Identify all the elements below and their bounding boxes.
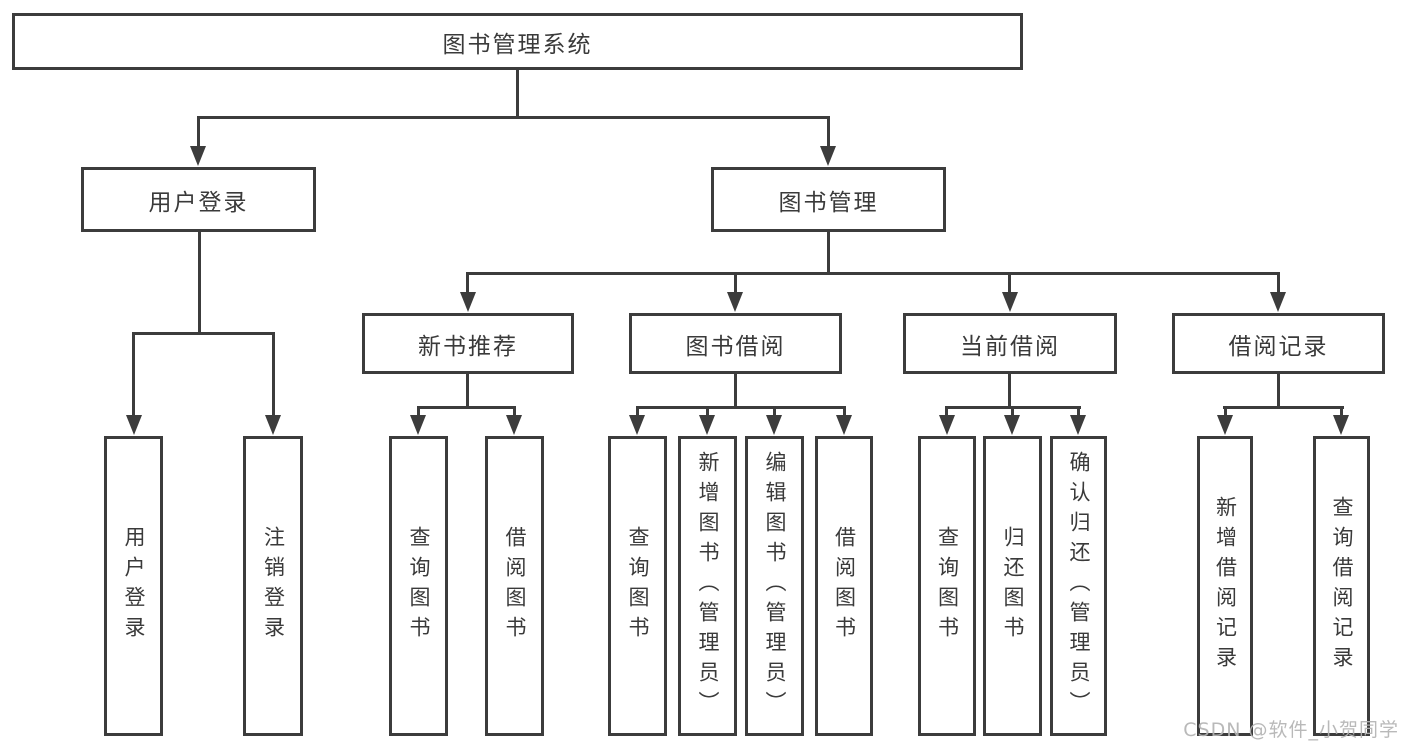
arrowhead-down-icon (265, 415, 281, 435)
arrowhead-down-icon (727, 292, 743, 312)
arrowhead-down-icon (939, 415, 955, 435)
connector-line (734, 374, 737, 409)
arrowhead-down-icon (410, 415, 426, 435)
connector-line (636, 406, 639, 419)
leaf-logout: 注销登录 (243, 436, 303, 736)
connector-line (197, 116, 200, 149)
node-book-management: 图书管理 (711, 167, 946, 232)
arrowhead-down-icon (1002, 292, 1018, 312)
connector-line (636, 406, 846, 409)
connector-line (466, 374, 469, 409)
leaf-confirm-return-admin: 确认归还（管理员） (1050, 436, 1107, 736)
connector-line (1223, 406, 1344, 409)
arrowhead-down-icon (1270, 292, 1286, 312)
connector-line (1008, 374, 1011, 409)
connector-line (773, 406, 776, 419)
connector-line (513, 406, 516, 419)
node-user-login: 用户登录 (81, 167, 316, 232)
connector-line (734, 272, 737, 297)
connector-line (1277, 374, 1280, 409)
leaf-query-borrow-record: 查询借阅记录 (1313, 436, 1370, 736)
connector-line (1224, 406, 1227, 419)
leaf-add-borrow-record: 新增借阅记录 (1197, 436, 1253, 736)
csdn-watermark: CSDN @软件_小贺同学 (1183, 719, 1399, 741)
connector-line (132, 332, 135, 418)
leaf-borrow-books-recommend: 借阅图书 (485, 436, 544, 736)
leaf-query-books-recommend: 查询图书 (389, 436, 448, 736)
leaf-borrow-books: 借阅图书 (815, 436, 873, 736)
connector-line (272, 332, 275, 418)
leaf-query-books-borrow: 查询图书 (608, 436, 667, 736)
arrowhead-down-icon (1070, 415, 1086, 435)
connector-line (198, 232, 201, 335)
connector-line (945, 406, 948, 419)
node-current-borrowing: 当前借阅 (903, 313, 1117, 374)
connector-line (197, 116, 830, 119)
arrowhead-down-icon (629, 415, 645, 435)
arrowhead-down-icon (836, 415, 852, 435)
node-new-book-recommendation: 新书推荐 (362, 313, 574, 374)
connector-line (1340, 406, 1343, 419)
connector-line (466, 272, 1280, 275)
node-library-management-system: 图书管理系统 (12, 13, 1023, 70)
arrowhead-down-icon (766, 415, 782, 435)
arrowhead-down-icon (126, 415, 142, 435)
arrowhead-down-icon (699, 415, 715, 435)
leaf-return-books: 归还图书 (983, 436, 1042, 736)
arrowhead-down-icon (1004, 415, 1020, 435)
arrowhead-down-icon (190, 146, 206, 166)
connector-line (132, 332, 275, 335)
leaf-user-login: 用户登录 (104, 436, 163, 736)
connector-line (417, 406, 516, 409)
node-borrowing-records: 借阅记录 (1172, 313, 1385, 374)
connector-line (843, 406, 846, 419)
connector-line (1011, 406, 1014, 419)
connector-line (516, 70, 519, 119)
connector-line (706, 406, 709, 419)
connector-line (827, 232, 830, 275)
connector-line (466, 272, 469, 297)
connector-line (1008, 272, 1011, 297)
arrowhead-down-icon (820, 146, 836, 166)
connector-line (1277, 272, 1280, 297)
arrowhead-down-icon (1333, 415, 1349, 435)
connector-line (827, 116, 830, 149)
leaf-add-book-admin: 新增图书（管理员） (678, 436, 737, 736)
arrowhead-down-icon (460, 292, 476, 312)
node-book-borrowing: 图书借阅 (629, 313, 842, 374)
arrowhead-down-icon (1217, 415, 1233, 435)
connector-line (1077, 406, 1080, 419)
connector-line (417, 406, 420, 419)
leaf-query-books-current: 查询图书 (918, 436, 976, 736)
arrowhead-down-icon (506, 415, 522, 435)
leaf-edit-book-admin: 编辑图书（管理员） (745, 436, 804, 736)
